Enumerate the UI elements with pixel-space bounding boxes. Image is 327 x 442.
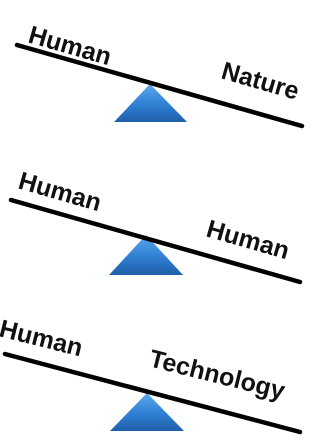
fulcrum-1 — [114, 84, 187, 122]
fulcrum-2 — [109, 235, 183, 275]
seesaw-3: Human Technology — [0, 315, 303, 435]
beam-3 — [2, 351, 303, 435]
beam-2 — [8, 197, 303, 285]
right-label-1: Nature — [218, 57, 302, 106]
beam-1 — [14, 42, 305, 129]
left-label-1: Human — [25, 21, 114, 71]
seesaw-2: Human Human — [8, 167, 303, 285]
left-label-2: Human — [15, 167, 104, 217]
fulcrum-3 — [110, 393, 184, 431]
seesaw-1: Human Nature — [14, 21, 305, 129]
